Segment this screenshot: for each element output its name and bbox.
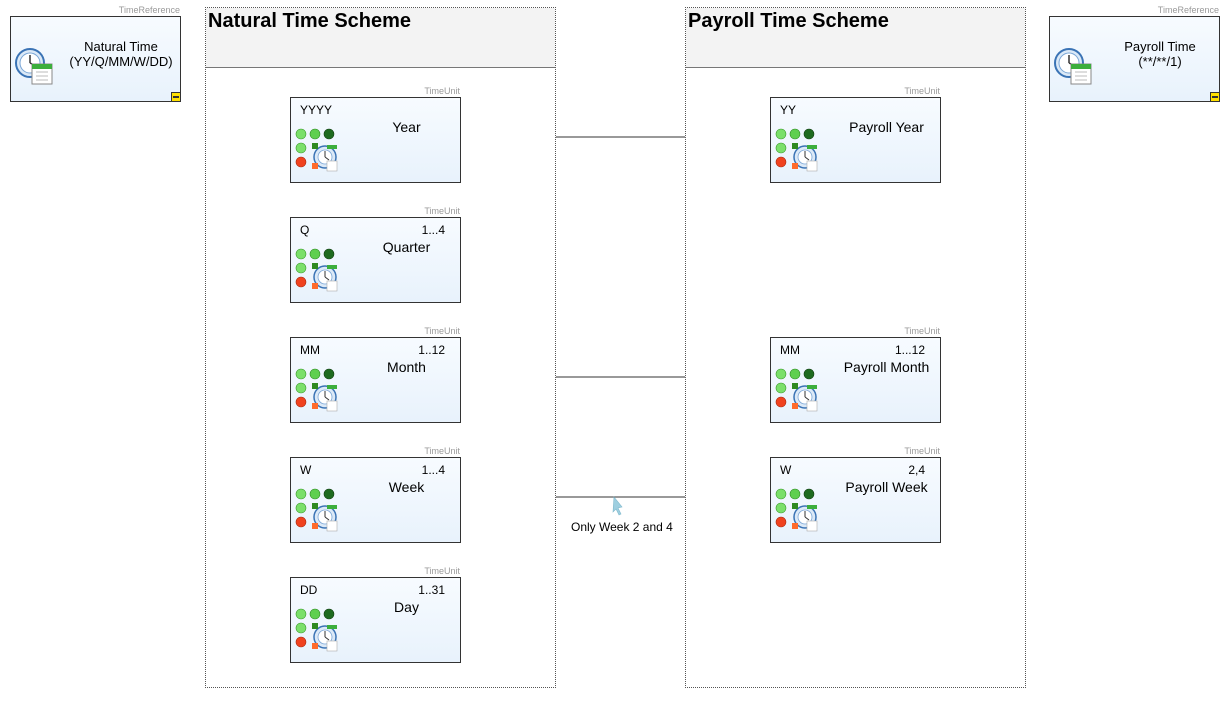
clock-calendar-icon bbox=[1054, 48, 1092, 85]
time-unit-year[interactable]: TimeUnit YYYY Year bbox=[290, 86, 461, 183]
time-unit-icon bbox=[775, 128, 818, 172]
time-reference-format: (**/**/1) bbox=[1138, 54, 1182, 69]
time-unit-icon bbox=[775, 488, 818, 532]
time-unit-icon bbox=[295, 608, 338, 652]
unit-abbreviation: MM bbox=[780, 343, 800, 357]
scheme-header: Payroll Time Scheme bbox=[686, 8, 1025, 68]
unit-name: Month bbox=[387, 359, 426, 375]
collapse-icon[interactable] bbox=[1210, 92, 1220, 102]
unit-abbreviation: DD bbox=[300, 583, 318, 597]
time-reference-payroll[interactable]: TimeReference Payroll Time (**/**/1) bbox=[1049, 5, 1220, 102]
unit-range: 1..31 bbox=[418, 583, 445, 597]
unit-range: 1...4 bbox=[421, 223, 445, 237]
scheme-header: Natural Time Scheme bbox=[206, 8, 555, 68]
unit-range: 1..12 bbox=[418, 343, 445, 357]
time-unit-payroll-month[interactable]: TimeUnit MM 1...12 Payroll Month bbox=[770, 326, 941, 423]
unit-abbreviation: W bbox=[300, 463, 312, 477]
unit-abbreviation: W bbox=[780, 463, 792, 477]
unit-name: Quarter bbox=[382, 239, 431, 255]
stereotype-label: TimeReference bbox=[1157, 5, 1219, 15]
time-unit-quarter[interactable]: TimeUnit Q 1...4 Quarter bbox=[290, 206, 461, 303]
unit-name: Day bbox=[394, 599, 419, 615]
unit-range: 1...4 bbox=[421, 463, 445, 477]
collapse-icon[interactable] bbox=[171, 92, 181, 102]
unit-abbreviation: MM bbox=[300, 343, 320, 357]
scheme-title: Payroll Time Scheme bbox=[688, 10, 889, 32]
unit-name: Payroll Year bbox=[849, 119, 924, 135]
unit-abbreviation: YY bbox=[780, 103, 797, 117]
time-unit-week[interactable]: TimeUnit W 1...4 Week bbox=[290, 446, 461, 543]
scheme-title: Natural Time Scheme bbox=[208, 10, 412, 32]
stereotype-label: TimeUnit bbox=[424, 326, 460, 336]
time-unit-day[interactable]: TimeUnit DD 1..31 Day bbox=[290, 566, 461, 663]
stereotype-label: TimeUnit bbox=[904, 326, 940, 336]
stereotype-label: TimeUnit bbox=[904, 86, 940, 96]
clock-calendar-icon bbox=[15, 48, 53, 85]
unit-name: Payroll Month bbox=[843, 359, 930, 375]
unit-abbreviation: YYYY bbox=[300, 103, 333, 117]
unit-range: 1...12 bbox=[894, 343, 925, 357]
time-reference-name: Payroll Time bbox=[1124, 39, 1196, 54]
stereotype-label: TimeUnit bbox=[424, 86, 460, 96]
stereotype-label: TimeReference bbox=[118, 5, 180, 15]
unit-name: Year bbox=[392, 119, 421, 135]
time-reference-natural[interactable]: TimeReference Natural Time (YY/Q/MM/W/DD… bbox=[10, 5, 181, 102]
mapping-note: Only Week 2 and 4 bbox=[571, 520, 673, 534]
time-unit-icon bbox=[295, 368, 338, 412]
time-reference-format: (YY/Q/MM/W/DD) bbox=[69, 54, 173, 69]
stereotype-label: TimeUnit bbox=[424, 566, 460, 576]
time-unit-payroll-year[interactable]: TimeUnit YY Payroll Year bbox=[770, 86, 941, 183]
time-reference-name: Natural Time bbox=[84, 39, 158, 54]
unit-name: Week bbox=[388, 479, 425, 495]
time-unit-icon bbox=[295, 488, 338, 532]
time-unit-icon bbox=[295, 128, 338, 172]
time-reference-title: Payroll Time (**/**/1) bbox=[1105, 39, 1215, 69]
stereotype-label: TimeUnit bbox=[424, 446, 460, 456]
time-reference-title: Natural Time (YY/Q/MM/W/DD) bbox=[66, 39, 176, 69]
time-unit-payroll-week[interactable]: TimeUnit W 2,4 Payroll Week bbox=[770, 446, 941, 543]
unit-abbreviation: Q bbox=[300, 223, 310, 237]
time-unit-icon bbox=[775, 368, 818, 412]
stereotype-label: TimeUnit bbox=[424, 206, 460, 216]
note-pointer-icon bbox=[612, 496, 623, 516]
unit-range: 2,4 bbox=[908, 463, 925, 477]
unit-name: Payroll Week bbox=[845, 479, 928, 495]
time-unit-month[interactable]: TimeUnit MM 1..12 Month bbox=[290, 326, 461, 423]
stereotype-label: TimeUnit bbox=[904, 446, 940, 456]
time-unit-icon bbox=[295, 248, 338, 292]
